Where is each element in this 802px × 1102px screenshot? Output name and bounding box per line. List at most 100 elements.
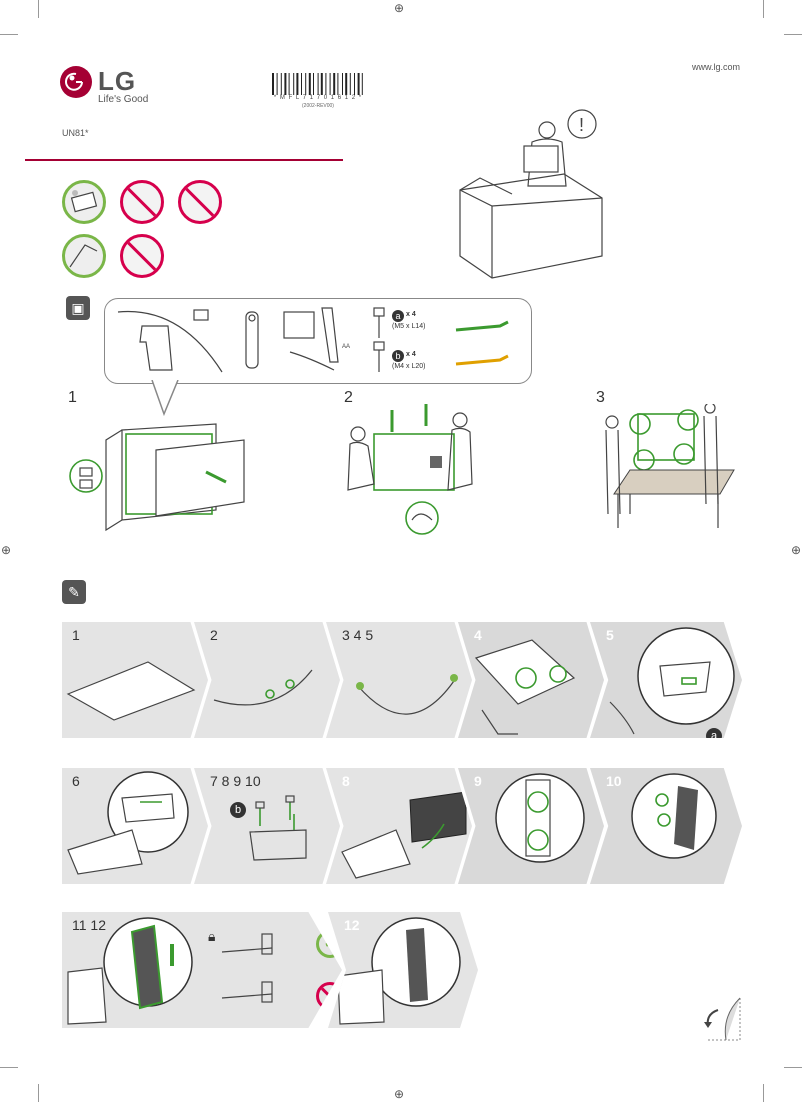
screw-a-count: x 4 <box>406 311 416 318</box>
page-turn-icon <box>704 997 741 1041</box>
crop-mark <box>38 0 39 18</box>
unbox-step-3-illustration <box>605 404 735 528</box>
barcode-bar <box>288 73 290 95</box>
barcode-bar <box>320 73 323 95</box>
crop-mark <box>763 0 764 18</box>
registration-mark-icon: ⊕ <box>790 543 801 557</box>
barcode-bar <box>325 73 327 95</box>
brand-name: LG <box>98 66 137 96</box>
assembly-step-label: 10 <box>606 773 622 789</box>
assembly-row-3: 11 12 🔒︎ ✓ 12 <box>62 912 478 1028</box>
assembly-panel: 4 <box>458 622 604 738</box>
barcode-bar <box>349 73 351 95</box>
barcode-bar <box>333 73 336 95</box>
barcode-bar <box>272 73 274 95</box>
screw-b-callout: b <box>230 802 246 818</box>
box-unpacking-illustration: ! <box>459 109 603 279</box>
assembly-step-label: 9 <box>474 773 482 789</box>
barcode-bar <box>317 73 319 95</box>
barcode-bar <box>345 73 348 95</box>
barcode-bar <box>305 73 307 95</box>
barcode-bar <box>308 73 311 95</box>
assembly-step-label: 4 <box>474 627 482 643</box>
handling-wrong-icon <box>178 180 222 224</box>
header-rule <box>25 159 343 161</box>
lg-logo-mark <box>60 66 92 98</box>
assembly-panel: 12 <box>328 912 478 1028</box>
parts-callout-pointer <box>151 380 179 416</box>
unbox-step-3: 3 <box>596 389 605 406</box>
assembly-panel: 10 <box>590 768 742 884</box>
parts-list-panel <box>104 298 532 384</box>
barcode-bar <box>329 73 331 95</box>
assembly-panel: 11 12 🔒︎ ✓ <box>62 912 342 1028</box>
screw-b-badge: b <box>392 350 404 362</box>
assembly-step-label: 2 <box>210 627 218 643</box>
handling-correct-icon <box>62 234 106 278</box>
assembly-step-label: 6 <box>72 773 80 789</box>
assembly-step-label: 1 <box>72 627 80 643</box>
assembly-panel: 3 4 5 <box>326 622 472 738</box>
assembly-panel: 7 8 9 10 b <box>194 768 340 884</box>
unbox-step-2-illustration <box>347 404 473 535</box>
unbox-step-2: 2 <box>344 389 353 406</box>
unbox-step-1-illustration <box>69 423 245 532</box>
assembly-panel: 5 a <box>590 622 742 738</box>
barcode-bar <box>296 73 299 95</box>
unbox-step-1: 1 <box>68 389 77 406</box>
screw-a-callout: a <box>706 728 722 738</box>
barcode-revision: (2002-REV00) <box>302 103 334 109</box>
crop-mark <box>763 1084 764 1102</box>
handling-correct-icon <box>62 180 106 224</box>
barcode-bar <box>276 73 278 95</box>
barcode-text: * M F L 7 1 7 0 1 6 1 2 * <box>273 95 363 101</box>
barcode-bar <box>337 73 339 95</box>
barcode-bar <box>342 73 343 95</box>
brand-tagline: Life's Good <box>98 94 149 105</box>
crop-mark <box>0 1067 18 1068</box>
screw-a-badge: a <box>392 310 404 322</box>
registration-mark-icon: ⊕ <box>1 543 12 557</box>
assembly-step-label: 5 <box>606 627 614 643</box>
crop-mark <box>784 1067 802 1068</box>
box-icon: ▣ <box>66 296 90 320</box>
assembly-step-label: 12 <box>344 917 360 933</box>
assembly-row-1: 1 2 3 4 5 4 5 a <box>62 622 742 738</box>
barcode-bar <box>361 73 363 95</box>
assembly-panel: 1 <box>62 622 208 738</box>
barcode <box>272 73 363 95</box>
barcode-bar <box>354 73 355 95</box>
assembly-step-label: 3 4 5 <box>342 627 374 643</box>
website-url[interactable]: www.lg.com <box>691 62 740 72</box>
battery-label: AA <box>342 344 350 350</box>
screw-b-count: x 4 <box>406 351 416 358</box>
alert-icon <box>567 109 597 139</box>
screw-b-spec: (M4 x L20) <box>392 363 426 370</box>
crop-mark <box>38 1084 39 1102</box>
assembly-step-label: 11 12 <box>72 917 106 933</box>
crop-mark <box>784 34 802 35</box>
model-number: UN81* <box>62 128 89 138</box>
barcode-bar <box>301 73 302 95</box>
screw-a-spec: (M5 x L14) <box>392 323 426 330</box>
barcode-bar <box>280 73 282 95</box>
assembly-row-2: 6 7 8 9 10 b 8 9 10 <box>62 768 742 884</box>
lock-icon: 🔒︎ <box>208 928 216 944</box>
handling-wrong-icon <box>120 180 164 224</box>
registration-mark-icon: ⊕ <box>394 1 405 15</box>
assembly-panel: 9 <box>458 768 604 884</box>
assembly-step-label: 8 <box>342 773 350 789</box>
assembly-panel: 2 <box>194 622 340 738</box>
crop-mark <box>0 34 18 35</box>
barcode-bar <box>293 73 295 95</box>
screwdriver-icon: ✎ <box>62 580 86 604</box>
parts-illustrations: AA <box>117 307 509 373</box>
registration-mark-icon: ⊕ <box>394 1087 405 1101</box>
assembly-panel: 6 <box>62 768 208 884</box>
handling-wrong-icon <box>120 234 164 278</box>
assembly-panel: 8 <box>326 768 472 884</box>
svg-text:!: ! <box>579 115 584 135</box>
lg-logo: LG Life's Good <box>60 66 170 106</box>
barcode-bar <box>284 73 287 95</box>
barcode-bar <box>313 73 314 95</box>
